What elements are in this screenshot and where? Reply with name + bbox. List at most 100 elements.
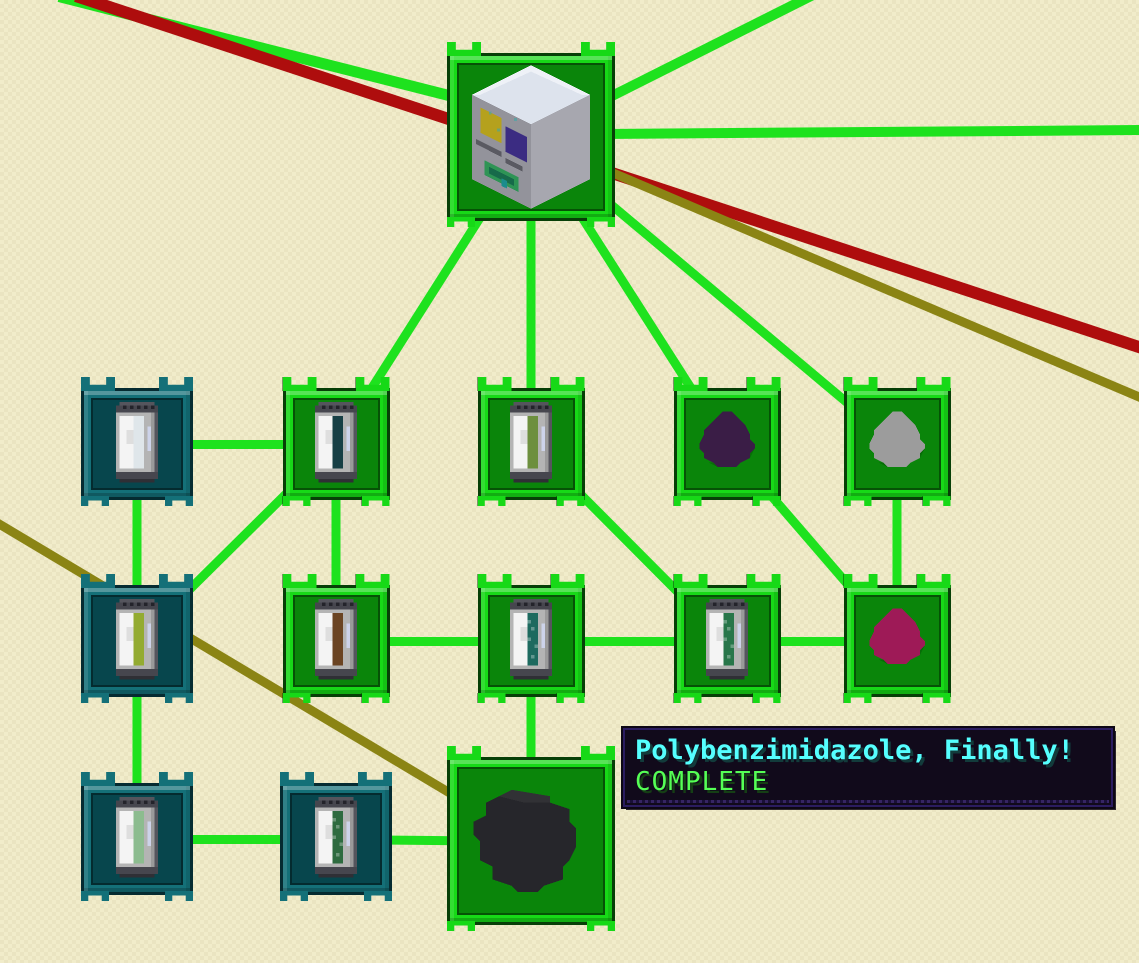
frame-ornament (916, 574, 951, 588)
frame-ornament (81, 377, 115, 391)
frame-ornament (447, 42, 481, 56)
frame-ornament (746, 377, 781, 391)
frame-ornament (165, 693, 193, 703)
quest-node-cell-white[interactable] (81, 377, 193, 506)
frame-ornament (81, 496, 109, 506)
quest-connection-line (727, 636, 897, 646)
quest-connection-line (137, 439, 336, 449)
quest-node-cell-olive[interactable] (477, 377, 585, 506)
quest-node-cell-darkgreen-speckled[interactable] (280, 772, 392, 901)
frame-ornament (165, 496, 193, 506)
quest-node-inner (290, 793, 382, 885)
frame-ornament (282, 574, 317, 588)
frame-ornament (581, 42, 615, 56)
frame-ornament (447, 217, 475, 227)
quest-node-dust-gray[interactable] (843, 377, 951, 506)
frame-ornament (355, 377, 390, 391)
frame-ornament (843, 496, 872, 506)
quest-node-cell-lime[interactable] (81, 574, 193, 703)
frame-ornament (364, 891, 392, 901)
fluid-cell-palegreen-icon (116, 797, 158, 878)
frame-ornament (556, 693, 585, 703)
quest-node-dust-magenta[interactable] (843, 574, 951, 703)
quest-node-inner (91, 398, 183, 490)
quest-node-inner (487, 595, 575, 687)
quest-node-machine-quest[interactable] (447, 42, 615, 227)
frame-ornament (922, 496, 951, 506)
frame-ornament (581, 746, 615, 760)
frame-ornament (752, 693, 781, 703)
fluid-cell-olive-icon (510, 402, 552, 483)
quest-node-cell-green-speckled[interactable] (673, 574, 781, 703)
fluid-cell-darkteal-icon (315, 402, 357, 483)
quest-tooltip: Polybenzimidazole, Finally! COMPLETE (623, 728, 1113, 807)
quest-node-inner (91, 595, 183, 687)
quest-node-inner (457, 63, 605, 211)
quest-node-inner (853, 398, 941, 490)
quest-node-inner (457, 767, 605, 915)
quest-connection-line (137, 834, 336, 844)
frame-ornament (361, 693, 390, 703)
frame-ornament (282, 693, 311, 703)
quest-node-inner (853, 595, 941, 687)
quest-node-inner (91, 793, 183, 885)
frame-ornament (280, 772, 314, 786)
frame-ornament (550, 377, 585, 391)
quest-node-cell-teal-speckled[interactable] (477, 574, 585, 703)
frame-ornament (159, 377, 193, 391)
quest-node-cell-palegreen[interactable] (81, 772, 193, 901)
fluid-cell-green-icon (706, 599, 748, 680)
quest-node-inner (683, 398, 771, 490)
dust-pile-purple-icon (699, 411, 755, 468)
frame-ornament (282, 496, 311, 506)
frame-ornament (752, 496, 781, 506)
frame-ornament (81, 891, 109, 901)
frame-ornament (477, 574, 512, 588)
quest-node-inner (292, 398, 380, 490)
quest-node-inner (683, 595, 771, 687)
quest-connection-line (336, 636, 531, 646)
frame-ornament (843, 693, 872, 703)
quest-node-pbi-quest[interactable] (447, 746, 615, 931)
frame-ornament (81, 772, 115, 786)
frame-ornament (165, 891, 193, 901)
quest-node-cell-brown[interactable] (282, 574, 390, 703)
frame-ornament (673, 496, 702, 506)
quest-node-cell-darkteal[interactable] (282, 377, 390, 506)
frame-ornament (159, 574, 193, 588)
frame-ornament (282, 377, 317, 391)
quest-tooltip-status: COMPLETE (635, 767, 769, 797)
frame-ornament (447, 921, 475, 931)
fluid-cell-brown-icon (315, 599, 357, 680)
frame-ornament (447, 746, 481, 760)
black-polymer-lump-icon (473, 789, 576, 893)
frame-ornament (550, 574, 585, 588)
machine-block-icon (471, 65, 591, 209)
quest-connection-line (531, 636, 727, 646)
frame-ornament (916, 377, 951, 391)
frame-ornament (746, 574, 781, 588)
frame-ornament (361, 496, 390, 506)
fluid-cell-teal-icon (510, 599, 552, 680)
quest-node-dust-darkpurple[interactable] (673, 377, 781, 506)
frame-ornament (477, 496, 506, 506)
frame-ornament (587, 921, 615, 931)
frame-ornament (922, 693, 951, 703)
frame-ornament (355, 574, 390, 588)
frame-ornament (159, 772, 193, 786)
frame-ornament (587, 217, 615, 227)
frame-ornament (477, 693, 506, 703)
dust-pile-gray-icon (869, 411, 925, 468)
fluid-cell-darkgreen-icon (315, 797, 357, 878)
frame-ornament (556, 496, 585, 506)
frame-ornament (673, 693, 702, 703)
quest-node-inner (487, 398, 575, 490)
fluid-cell-white-icon (116, 402, 158, 483)
fluid-cell-lime-icon (116, 599, 158, 680)
quest-tooltip-title: Polybenzimidazole, Finally! (635, 735, 1074, 766)
frame-ornament (81, 693, 109, 703)
frame-ornament (477, 377, 512, 391)
